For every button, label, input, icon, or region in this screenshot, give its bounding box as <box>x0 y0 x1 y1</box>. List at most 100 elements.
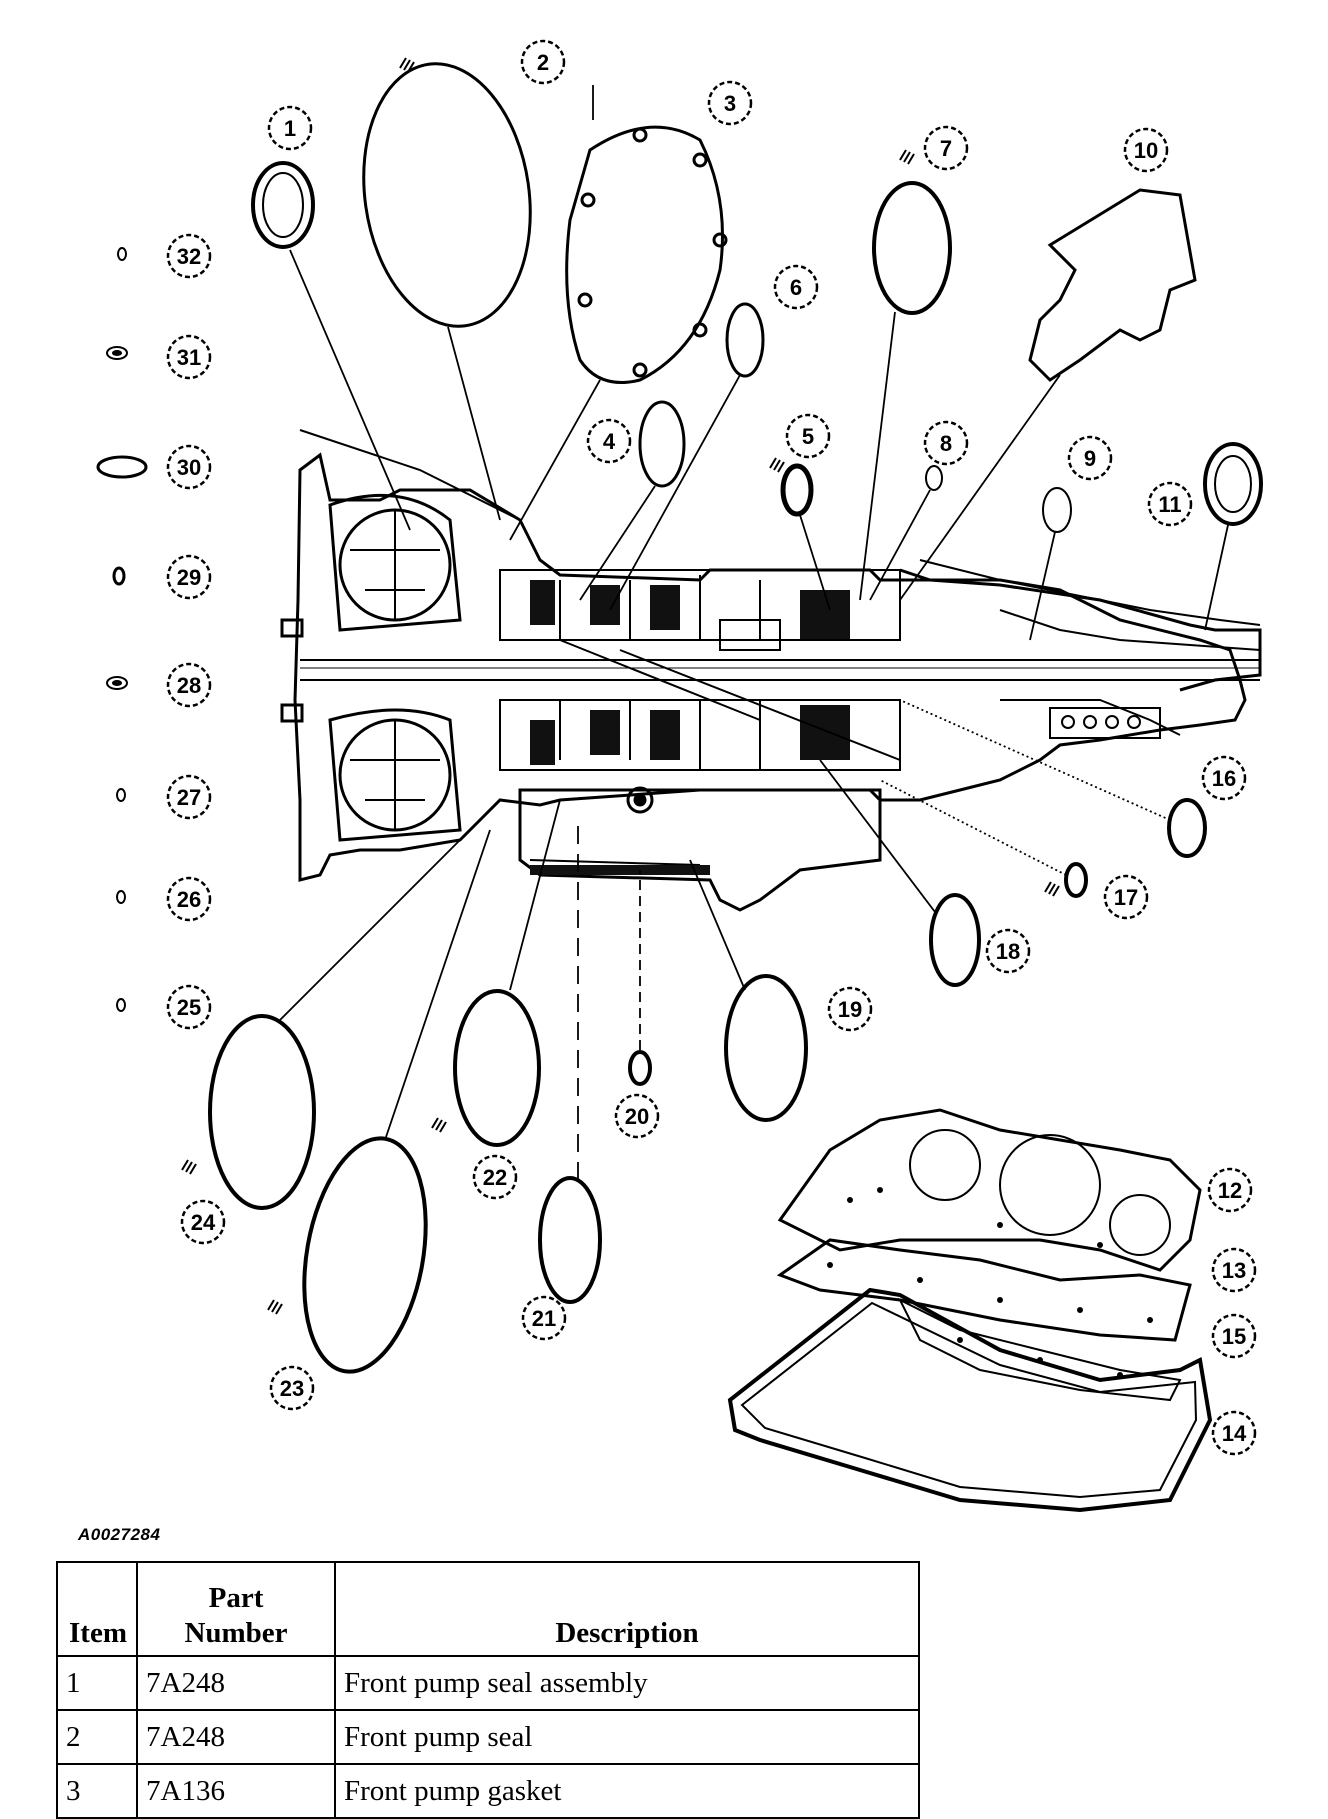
callout-15: 15 <box>1211 1313 1257 1359</box>
callout-number: 8 <box>940 431 952 456</box>
callout-1: 1 <box>267 105 313 151</box>
figure-id: A0027284 <box>78 1525 161 1544</box>
callout-number: 30 <box>177 455 201 480</box>
part-1-front-pump-seal-assembly <box>251 161 315 249</box>
table-row: 2 7A248 Front pump seal <box>56 1709 920 1765</box>
header-part-line2: Number <box>184 1617 288 1650</box>
part-20-ring <box>628 1050 652 1086</box>
callout-5: 5 <box>785 413 831 459</box>
callout-23: 23 <box>269 1365 315 1411</box>
callout-18: 18 <box>985 928 1031 974</box>
table-row: 1 7A248 Front pump seal assembly <box>56 1655 920 1711</box>
callout-number: 32 <box>177 244 201 269</box>
callout-number: 9 <box>1084 446 1096 471</box>
callout-number: 31 <box>177 345 201 370</box>
callout-number: 2 <box>537 50 549 75</box>
part-16-ring <box>1167 798 1207 858</box>
callout-19: 19 <box>827 986 873 1032</box>
callout-24: 24 <box>180 1199 226 1245</box>
callout-number: 16 <box>1212 766 1236 791</box>
callout-number: 11 <box>1158 492 1181 517</box>
callout-26: 26 <box>166 876 212 922</box>
callout-30: 30 <box>166 444 212 490</box>
callout-4: 4 <box>586 418 632 464</box>
callout-11: 11 <box>1147 481 1193 527</box>
callout-number: 27 <box>177 785 201 810</box>
callout-number: 5 <box>802 424 814 449</box>
header-description: Description <box>334 1561 920 1657</box>
clutch-packs <box>499 569 901 771</box>
part-3-front-pump-gasket <box>565 125 728 384</box>
callout-number: 17 <box>1114 885 1138 910</box>
hatch-marks <box>181 57 1060 1315</box>
callout-number: 14 <box>1222 1421 1247 1446</box>
exploded-transmission-diagram: 1234567891011121314151617181920212223242… <box>96 39 1263 1513</box>
callout-14: 14 <box>1211 1410 1257 1456</box>
callout-13: 13 <box>1211 1247 1257 1293</box>
callout-number: 4 <box>603 429 616 454</box>
transmission-case <box>280 429 1262 882</box>
header-part-number: Part Number <box>136 1561 336 1657</box>
callout-number: 15 <box>1222 1324 1246 1349</box>
table-row: 3 7A136 Front pump gasket <box>56 1763 920 1819</box>
callout-number: 12 <box>1218 1178 1242 1203</box>
callout-8: 8 <box>923 420 969 466</box>
part-18-ring <box>929 893 981 987</box>
cell-description: Front pump gasket <box>334 1763 920 1819</box>
callout-number: 7 <box>940 136 952 161</box>
callout-number: 6 <box>790 275 802 300</box>
callout-3: 3 <box>707 80 753 126</box>
part-8-ring <box>925 465 943 491</box>
part-11-rear-seal <box>1203 442 1263 526</box>
parts-table-header-row: Item Part Number Description <box>56 1561 920 1657</box>
leader-lines <box>279 85 1229 1180</box>
cell-item: 3 <box>56 1763 138 1819</box>
callout-number: 13 <box>1222 1258 1246 1283</box>
callout-21: 21 <box>521 1295 567 1341</box>
small-left-parts <box>96 247 148 1012</box>
callout-number: 25 <box>177 995 201 1020</box>
part-23-ring <box>302 1136 428 1374</box>
callout-16: 16 <box>1201 755 1247 801</box>
callout-number: 26 <box>177 887 201 912</box>
callout-number: 19 <box>838 997 862 1022</box>
cell-part: 7A136 <box>136 1763 336 1819</box>
header-item: Item <box>56 1561 138 1657</box>
cell-part: 7A248 <box>136 1655 336 1711</box>
callout-number: 28 <box>177 673 201 698</box>
oil-pan <box>518 786 882 912</box>
part-9-ring <box>1042 487 1072 533</box>
callout-31: 31 <box>166 334 212 380</box>
cell-description: Front pump seal assembly <box>334 1655 920 1711</box>
parts-table: Item Part Number Description 1 7A248 Fro… <box>56 1561 920 1819</box>
part-22-ring <box>453 989 541 1147</box>
callout-number: 21 <box>532 1306 556 1331</box>
cell-item: 2 <box>56 1709 138 1765</box>
torque-converter <box>328 493 462 842</box>
callout-number: 18 <box>996 939 1020 964</box>
callout-number: 29 <box>177 565 201 590</box>
callout-number: 10 <box>1134 138 1158 163</box>
callout-number: 3 <box>724 91 736 116</box>
callout-29: 29 <box>166 554 212 600</box>
callout-7: 7 <box>923 125 969 171</box>
part-5-ring <box>780 463 814 517</box>
callout-27: 27 <box>166 774 212 820</box>
callout-number: 22 <box>483 1165 507 1190</box>
part-10-gasket <box>1028 188 1197 382</box>
part-2-front-pump-seal <box>362 62 532 328</box>
callout-25: 25 <box>166 984 212 1030</box>
cell-item: 1 <box>56 1655 138 1711</box>
valve-body-assembly <box>727 1108 1213 1513</box>
callout-32: 32 <box>166 233 212 279</box>
callout-number: 24 <box>191 1210 216 1235</box>
callout-number: 1 <box>284 116 296 141</box>
cell-description: Front pump seal <box>334 1709 920 1765</box>
part-17-ring <box>1064 862 1088 898</box>
part-4-ring <box>638 400 686 488</box>
callout-6: 6 <box>773 264 819 310</box>
callout-28: 28 <box>166 662 212 708</box>
part-6-ring <box>725 302 765 378</box>
callout-17: 17 <box>1103 874 1149 920</box>
